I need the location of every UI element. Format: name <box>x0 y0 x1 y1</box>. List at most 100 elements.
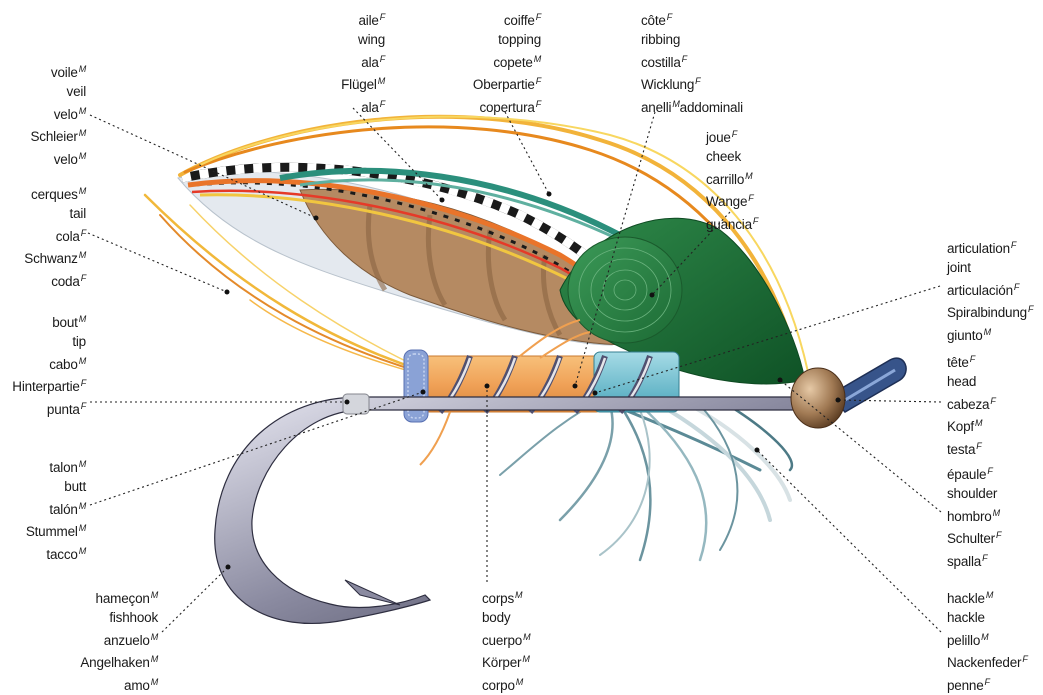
term-shoulder-1: shoulder <box>947 484 1001 503</box>
term-cheek-4: guanciaF <box>706 212 758 234</box>
term-hackle-1: hackle <box>947 608 1028 627</box>
term-text: joint <box>947 260 971 275</box>
gender-marker: M <box>151 654 158 664</box>
term-text: ribbing <box>641 32 680 47</box>
term-text: voile <box>51 65 78 80</box>
term-tail-1: tail <box>24 204 86 223</box>
term-shoulder-4: spallaF <box>947 549 1001 571</box>
term-text: cheek <box>706 149 741 164</box>
term-text: ala <box>361 55 378 70</box>
term-text: cerques <box>31 187 78 202</box>
term-tip-4: puntaF <box>12 397 86 419</box>
gender-marker: F <box>536 99 541 109</box>
term-text: Schwanz <box>24 251 77 266</box>
term-text: bout <box>52 315 77 330</box>
term-text: penne <box>947 678 984 693</box>
term-text: Wicklung <box>641 77 694 92</box>
gender-marker: M <box>151 590 158 600</box>
term-tail-0: cerquesM <box>24 182 86 204</box>
term-shoulder-3: SchulterF <box>947 526 1001 548</box>
term-hackle-2: pelilloM <box>947 628 1028 650</box>
gender-marker: F <box>753 216 758 226</box>
term-text: hackle <box>947 591 985 606</box>
term-text: Schleier <box>31 129 78 144</box>
term-hackle-3: NackenfederF <box>947 650 1028 672</box>
term-tip-0: boutM <box>12 310 86 332</box>
term-head-1: head <box>947 372 996 391</box>
gender-marker: F <box>732 129 737 139</box>
term-topping-2: copeteM <box>473 50 541 72</box>
term-head-2: cabezaF <box>947 392 996 414</box>
term-fishhook-0: hameçonM <box>80 586 158 608</box>
gender-marker: M <box>993 508 1000 518</box>
term-text: body <box>482 610 510 625</box>
term-head-0: têteF <box>947 350 996 372</box>
gender-marker: M <box>534 54 541 64</box>
gender-marker: M <box>79 186 86 196</box>
gender-marker: M <box>79 356 86 366</box>
term-fishhook-3: AngelhakenM <box>80 650 158 672</box>
term-text: Oberpartie <box>473 77 535 92</box>
term-text: head <box>947 374 976 389</box>
gender-marker: M <box>975 418 982 428</box>
term-tail-2: colaF <box>24 224 86 246</box>
term-body-0: corpsM <box>482 586 530 608</box>
term-text: coda <box>51 274 79 289</box>
term-tip-2: caboM <box>12 352 86 374</box>
gender-marker: F <box>1011 240 1016 250</box>
gender-marker: F <box>970 354 975 364</box>
label-topping: coiffeFtoppingcopeteMOberpartieFcopertur… <box>473 8 541 117</box>
term-text: Spiralbindung <box>947 305 1027 320</box>
term-wing-3: FlügelM <box>341 72 385 94</box>
term-text: cuerpo <box>482 633 522 648</box>
gender-marker: F <box>380 99 385 109</box>
term-text: carrillo <box>706 172 744 187</box>
gender-marker: F <box>987 466 992 476</box>
term-text: Körper <box>482 655 521 670</box>
gender-marker: F <box>1028 304 1033 314</box>
gender-marker: M <box>79 314 86 324</box>
term-text: joue <box>706 130 731 145</box>
term-text: coiffe <box>504 13 535 28</box>
term-joint-2: articulaciónF <box>947 278 1033 300</box>
term-veil-4: veloM <box>31 147 87 169</box>
term-text: veil <box>67 84 86 99</box>
term-text: fishhook <box>109 610 158 625</box>
gender-marker: F <box>81 273 86 283</box>
gender-marker: M <box>79 501 86 511</box>
term-shoulder-2: hombroM <box>947 504 1001 526</box>
gender-marker: M <box>745 171 752 181</box>
term-joint-4: giuntoM <box>947 323 1033 345</box>
term-text: costilla <box>641 55 681 70</box>
term-joint-0: articulationF <box>947 236 1033 258</box>
term-text: Flügel <box>341 77 377 92</box>
term-text: hackle <box>947 610 985 625</box>
gender-marker: M <box>79 64 86 74</box>
gender-marker: M <box>984 327 991 337</box>
term-text: ala <box>361 100 378 115</box>
term-wing-2: alaF <box>341 50 385 72</box>
term-text: giunto <box>947 328 983 343</box>
butt-shape <box>404 350 428 422</box>
term-head-3: KopfM <box>947 414 996 436</box>
gender-marker: F <box>976 441 981 451</box>
gender-marker: M <box>79 459 86 469</box>
label-hackle: hackleMhacklepelilloMNackenfederFpenneF <box>947 586 1028 695</box>
term-butt-3: StummelM <box>26 519 86 541</box>
gender-marker: F <box>380 12 385 22</box>
gender-marker: F <box>380 54 385 64</box>
term-text: butt <box>64 479 86 494</box>
term-text: testa <box>947 442 975 457</box>
term-text: talon <box>49 460 77 475</box>
gender-marker: M <box>79 128 86 138</box>
gender-marker: F <box>536 76 541 86</box>
gender-marker: F <box>748 193 753 203</box>
gender-marker: M <box>151 677 158 687</box>
term-ribbing-1: ribbing <box>641 30 743 49</box>
term-text: velo <box>54 107 78 122</box>
gender-marker: M <box>151 632 158 642</box>
term-head-4: testaF <box>947 437 996 459</box>
